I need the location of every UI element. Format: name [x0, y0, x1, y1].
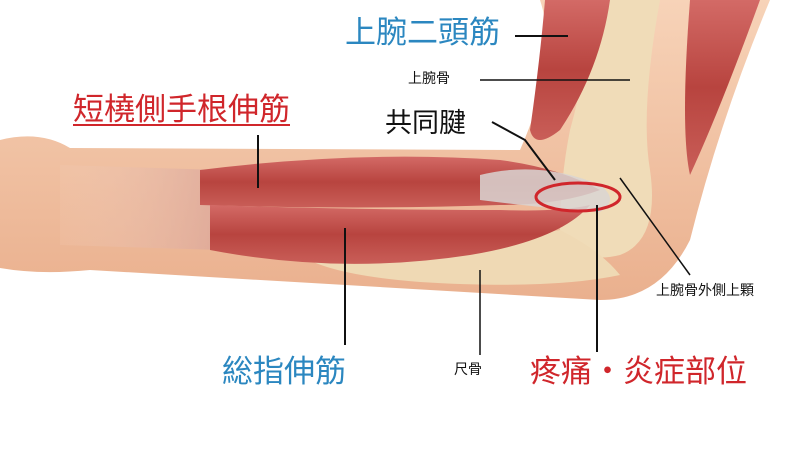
ulna-bone: [300, 230, 620, 285]
pain-site-ellipse: [534, 181, 622, 213]
label-ulna: 尺骨: [454, 362, 482, 378]
edc-muscle: [210, 205, 590, 264]
label-lateral-epicondyle: 上腕骨外側上顆: [656, 283, 754, 299]
label-ecrb: 短橈側手根伸筋: [73, 92, 290, 128]
leader-lines: [257, 35, 691, 355]
label-edc: 総指伸筋: [222, 354, 346, 390]
tendons: [60, 165, 220, 250]
label-biceps: 上腕二頭筋: [345, 15, 500, 51]
label-common-tendon: 共同腱: [385, 108, 466, 139]
label-pain-site: 疼痛・炎症部位: [530, 354, 747, 390]
label-humerus: 上腕骨: [408, 71, 450, 87]
common-tendon: [480, 169, 610, 212]
triceps-muscle: [685, 0, 760, 175]
